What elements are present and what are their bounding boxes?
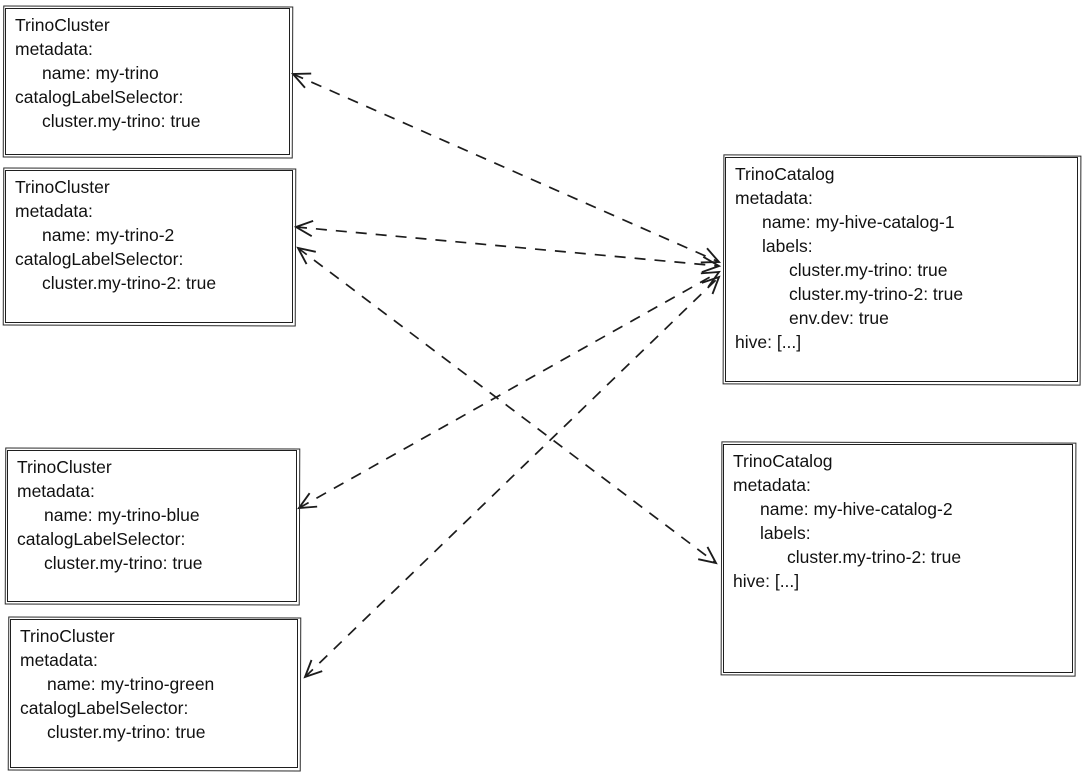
node-trino-catalog-my-hive-catalog-2: TrinoCatalog metadata: name: my-hive-cata… [723,444,1073,673]
yaml-line: catalogLabelSelector: [20,698,189,718]
edge-my-trino-2-to-catalog-2 [296,246,718,565]
node-kind: TrinoCluster [15,177,110,197]
node-kind: TrinoCluster [15,15,110,35]
node-yaml: metadata: name: my-hive-catalog-1 labels: c… [735,186,1068,354]
yaml-line: name: my-hive-catalog-2 [760,499,953,519]
yaml-line: name: my-trino [42,63,159,83]
yaml-line: metadata: [20,650,98,670]
yaml-line: name: my-trino-green [47,674,215,694]
edge-my-trino-blue-to-catalog-1 [297,270,721,510]
yaml-line: metadata: [735,188,813,208]
yaml-line: cluster.my-trino-2: true [789,284,964,304]
yaml-line: name: my-hive-catalog-1 [762,212,955,232]
node-trino-cluster-my-trino-green: TrinoCluster metadata: name: my-trino-gre… [10,619,298,768]
node-trino-cluster-my-trino-blue: TrinoCluster metadata: name: my-trino-blu… [7,450,297,602]
node-trino-cluster-my-trino: TrinoCluster metadata: name: my-trino cata… [5,8,290,155]
node-yaml: metadata: name: my-trino-green catalogLabe… [20,648,288,744]
yaml-line: env.dev: true [789,308,889,328]
yaml-line: catalogLabelSelector: [15,87,184,107]
yaml-line: labels: [760,523,811,543]
edge-my-trino-to-catalog-1 [290,72,722,264]
yaml-line: cluster.my-trino: true [47,722,206,742]
node-kind: TrinoCatalog [733,451,833,471]
node-trino-cluster-my-trino-2: TrinoCluster metadata: name: my-trino-2 ca… [5,170,293,323]
yaml-line: name: my-trino-2 [42,225,175,245]
yaml-line: catalogLabelSelector: [15,249,184,269]
node-trino-catalog-my-hive-catalog-1: TrinoCatalog metadata: name: my-hive-cata… [725,157,1078,382]
yaml-line: cluster.my-trino-2: true [787,547,962,567]
yaml-line: labels: [762,236,813,256]
yaml-line: hive: [...] [733,571,800,591]
node-yaml: metadata: name: my-hive-catalog-2 labels: c… [733,473,1063,593]
yaml-line: catalogLabelSelector: [17,529,186,549]
node-yaml: metadata: name: my-trino catalogLabelSelec… [15,37,280,133]
yaml-line: hive: [...] [735,332,802,352]
yaml-line: cluster.my-trino: true [42,111,201,131]
node-kind: TrinoCluster [17,457,112,477]
yaml-line: cluster.my-trino-2: true [42,273,217,293]
yaml-line: cluster.my-trino: true [44,553,203,573]
node-kind: TrinoCatalog [735,164,835,184]
yaml-line: metadata: [15,201,93,221]
node-yaml: metadata: name: my-trino-2 catalogLabelSel… [15,199,283,295]
yaml-line: cluster.my-trino: true [789,260,948,280]
yaml-line: name: my-trino-blue [44,505,200,525]
edge-my-trino-2-to-catalog-1 [293,219,722,274]
node-kind: TrinoCluster [20,626,115,646]
edge-my-trino-green-to-catalog-1 [303,275,721,679]
yaml-line: metadata: [733,475,811,495]
yaml-line: metadata: [15,39,93,59]
node-yaml: metadata: name: my-trino-blue catalogLabel… [17,479,287,575]
yaml-line: metadata: [17,481,95,501]
